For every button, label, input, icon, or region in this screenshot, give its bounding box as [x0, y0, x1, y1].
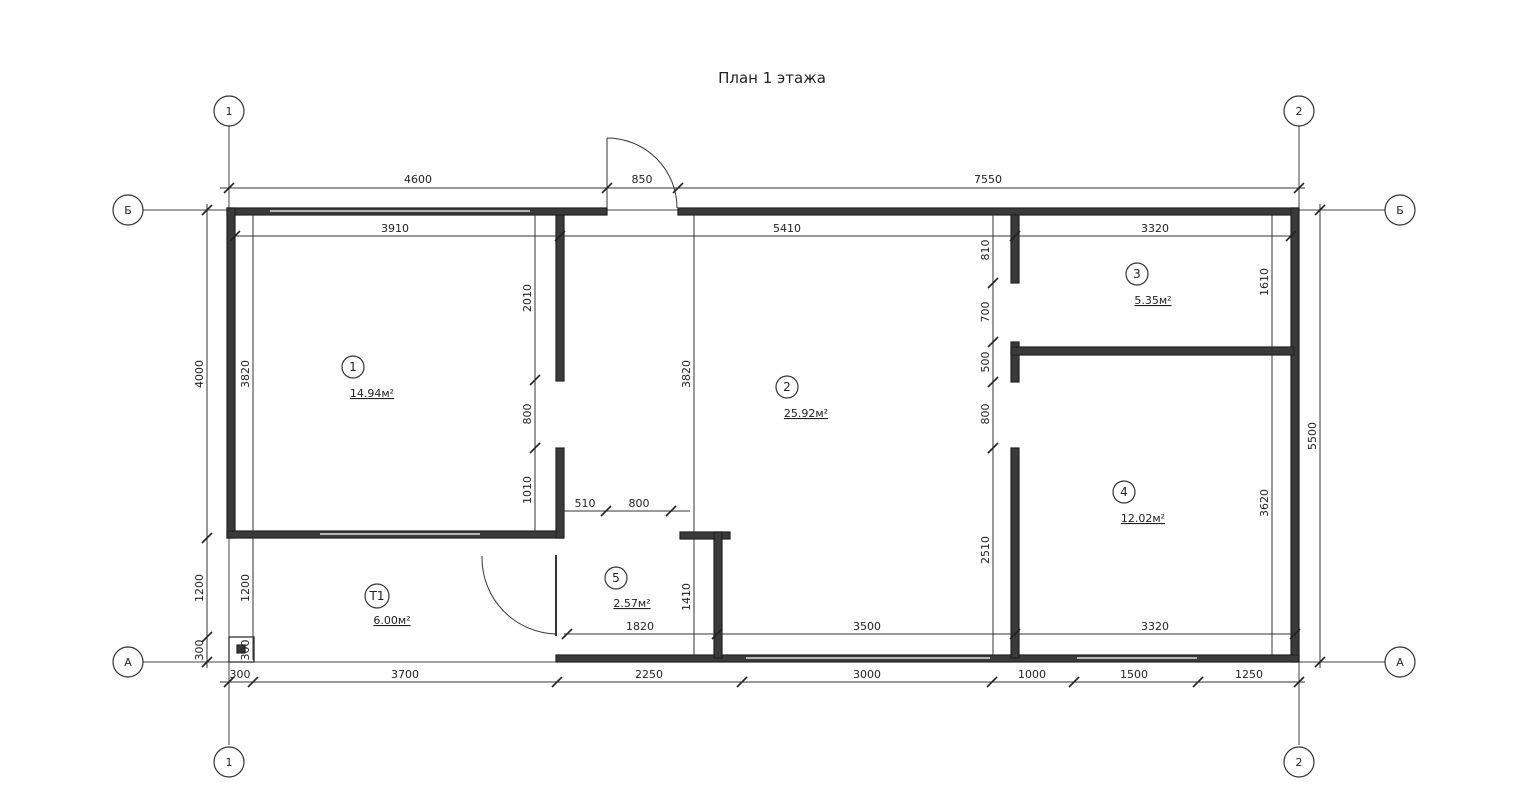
dimension-lines: [201, 182, 1326, 688]
dim-top-outer-3: 7550: [974, 173, 1002, 186]
dim-room2-height: 3820: [680, 360, 693, 388]
dim-top-outer-1: 4600: [404, 173, 432, 186]
door-t1: [481, 555, 557, 636]
dim-wall1-3: 1010: [521, 476, 534, 504]
svg-text:А: А: [1396, 656, 1404, 669]
dim-wall3-1: 810: [979, 240, 992, 261]
axis-marker-2-top: 2: [1283, 95, 1315, 127]
dim-right-inner-2: 3620: [1258, 489, 1271, 517]
svg-text:Б: Б: [124, 204, 132, 217]
dim-right-inner-1: 1610: [1258, 268, 1271, 296]
dim-bottom-outer-3: 2250: [635, 668, 663, 681]
axis-marker-a-left: А: [112, 646, 144, 678]
dim-left-inner-3: 300: [239, 640, 252, 661]
svg-text:14.94м²: 14.94м²: [350, 387, 394, 400]
svg-text:2: 2: [783, 380, 791, 394]
dim-top-inner-1: 3910: [381, 222, 409, 235]
dim-wall1-1: 2010: [521, 284, 534, 312]
dim-room5-3: 1410: [680, 583, 693, 611]
svg-text:1: 1: [349, 360, 357, 374]
windows: [270, 210, 1197, 659]
room-label-t1: Т1 6.00м²: [364, 583, 411, 627]
dim-bottom-inner-2: 3500: [853, 620, 881, 633]
dim-top-outer-2: 850: [632, 173, 653, 186]
axis-marker-b-left: Б: [112, 194, 144, 226]
svg-text:5.35м²: 5.35м²: [1134, 294, 1171, 307]
svg-text:Б: Б: [1396, 204, 1404, 217]
dim-bottom-outer-2: 3700: [391, 668, 419, 681]
dim-bottom-outer-1: 300: [230, 668, 251, 681]
svg-text:1: 1: [226, 756, 233, 769]
axis-marker-a-right: А: [1384, 646, 1416, 678]
svg-text:25.92м²: 25.92м²: [784, 407, 828, 420]
axis-marker-2-bottom: 2: [1283, 746, 1315, 778]
dim-room5-1: 510: [575, 497, 596, 510]
dim-bottom-outer-6: 1500: [1120, 668, 1148, 681]
dim-right-outer-1: 5500: [1306, 422, 1319, 450]
plan-title: План 1 этажа: [718, 69, 826, 87]
svg-text:1: 1: [226, 105, 233, 118]
dim-wall3-5: 2510: [979, 536, 992, 564]
svg-text:2: 2: [1296, 756, 1303, 769]
room-label-1: 1 14.94м²: [341, 355, 394, 400]
room-label-3: 3 5.35м²: [1125, 262, 1172, 307]
dim-left-outer-2: 1200: [193, 574, 206, 602]
dim-bottom-inner-1: 1820: [626, 620, 654, 633]
dim-bottom-outer-7: 1250: [1235, 668, 1263, 681]
svg-text:3: 3: [1133, 267, 1141, 281]
svg-text:2: 2: [1296, 105, 1303, 118]
dim-bottom-outer-5: 1000: [1018, 668, 1046, 681]
dim-top-inner-2: 5410: [773, 222, 801, 235]
dim-bottom-outer-4: 3000: [853, 668, 881, 681]
dim-left-inner-1: 3820: [239, 360, 252, 388]
dim-left-outer-3: 300: [193, 640, 206, 661]
dim-left-inner-2: 1200: [239, 574, 252, 602]
axis-lines: [143, 124, 1386, 745]
svg-text:6.00м²: 6.00м²: [373, 614, 410, 627]
svg-text:5: 5: [612, 571, 620, 585]
svg-text:12.02м²: 12.02м²: [1121, 512, 1165, 525]
dim-room5-2: 800: [629, 497, 650, 510]
axis-marker-1-bottom: 1: [213, 746, 245, 778]
svg-text:2.57м²: 2.57м²: [613, 597, 650, 610]
room-label-5: 5 2.57м²: [604, 566, 651, 610]
door-entrance: [606, 137, 678, 209]
dim-wall3-4: 800: [979, 404, 992, 425]
axis-marker-b-right: Б: [1384, 194, 1416, 226]
dim-left-outer-1: 4000: [193, 360, 206, 388]
dim-top-inner-3: 3320: [1141, 222, 1169, 235]
svg-text:4: 4: [1120, 485, 1128, 499]
dim-wall1-2: 800: [521, 404, 534, 425]
room-label-2: 2 25.92м²: [775, 375, 828, 420]
room-label-4: 4 12.02м²: [1112, 480, 1165, 525]
dim-wall3-2: 700: [979, 302, 992, 323]
svg-text:Т1: Т1: [369, 589, 385, 603]
svg-text:А: А: [124, 656, 132, 669]
dim-bottom-inner-3: 3320: [1141, 620, 1169, 633]
dim-wall3-3: 500: [979, 352, 992, 373]
axis-marker-1-top: 1: [213, 95, 245, 127]
